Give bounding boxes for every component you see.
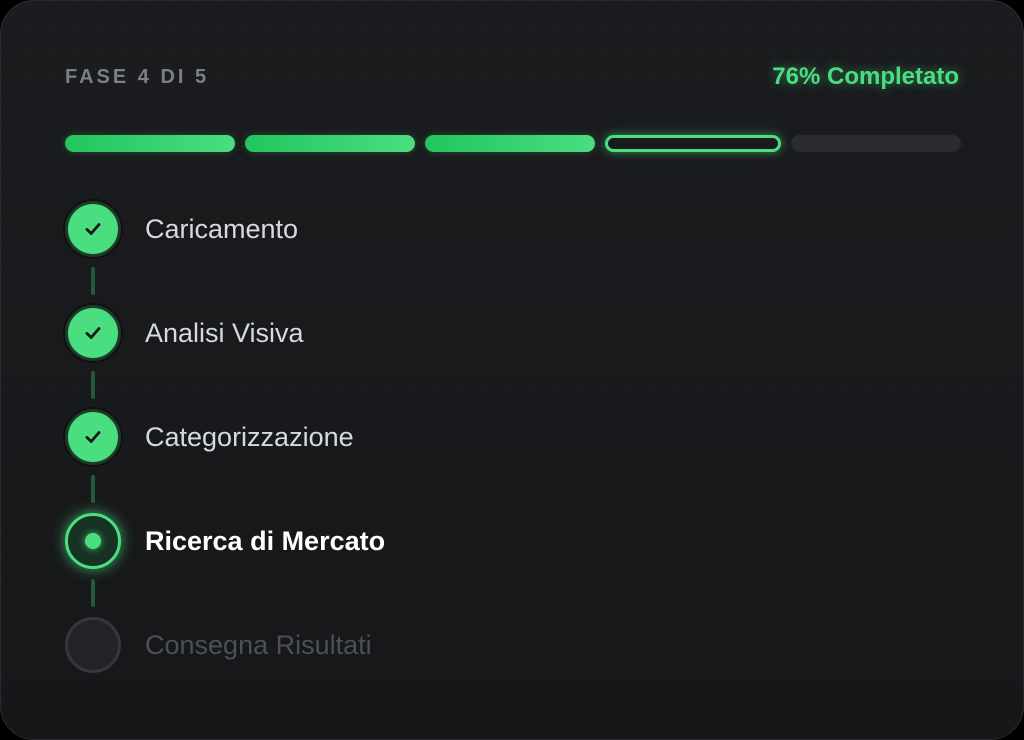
step-item-caricamento: Caricamento bbox=[65, 201, 961, 305]
check-icon bbox=[85, 223, 101, 235]
step-status-indicator bbox=[65, 305, 121, 361]
step-label: Ricerca di Mercato bbox=[145, 526, 386, 556]
segmented-progress-bar bbox=[65, 135, 961, 153]
progress-header: FASE 4 DI 5 76% Completato bbox=[65, 61, 959, 93]
progress-segment-2 bbox=[245, 135, 415, 152]
step-connector bbox=[91, 267, 95, 295]
step-item-consegna-risultati: Consegna Risultati bbox=[65, 617, 961, 721]
step-connector bbox=[91, 475, 95, 503]
step-label: Categorizzazione bbox=[145, 422, 354, 452]
check-icon bbox=[85, 327, 101, 339]
step-connector bbox=[91, 579, 95, 607]
step-item-ricerca-di-mercato: Ricerca di Mercato bbox=[65, 513, 961, 617]
check-icon bbox=[85, 431, 101, 443]
step-status-indicator bbox=[65, 201, 121, 257]
step-status-indicator bbox=[65, 409, 121, 465]
step-list: Caricamento Analisi Visiva Categorizzazi… bbox=[65, 201, 961, 721]
progress-segment-3 bbox=[425, 135, 595, 152]
step-status-indicator bbox=[65, 513, 121, 569]
progress-segment-5 bbox=[791, 135, 961, 152]
step-connector bbox=[91, 371, 95, 399]
percent-complete-label: 76% Completato bbox=[772, 63, 959, 90]
step-label: Caricamento bbox=[145, 214, 299, 244]
progress-segment-1 bbox=[65, 135, 235, 152]
empty-circle-icon bbox=[65, 617, 121, 673]
step-item-analisi-visiva: Analisi Visiva bbox=[65, 305, 961, 409]
phase-label: FASE 4 DI 5 bbox=[65, 65, 210, 88]
progress-segment-4 bbox=[605, 135, 781, 152]
step-item-categorizzazione: Categorizzazione bbox=[65, 409, 961, 513]
active-dot-icon bbox=[85, 533, 101, 549]
step-label: Consegna Risultati bbox=[145, 630, 372, 660]
step-label: Analisi Visiva bbox=[145, 318, 304, 348]
